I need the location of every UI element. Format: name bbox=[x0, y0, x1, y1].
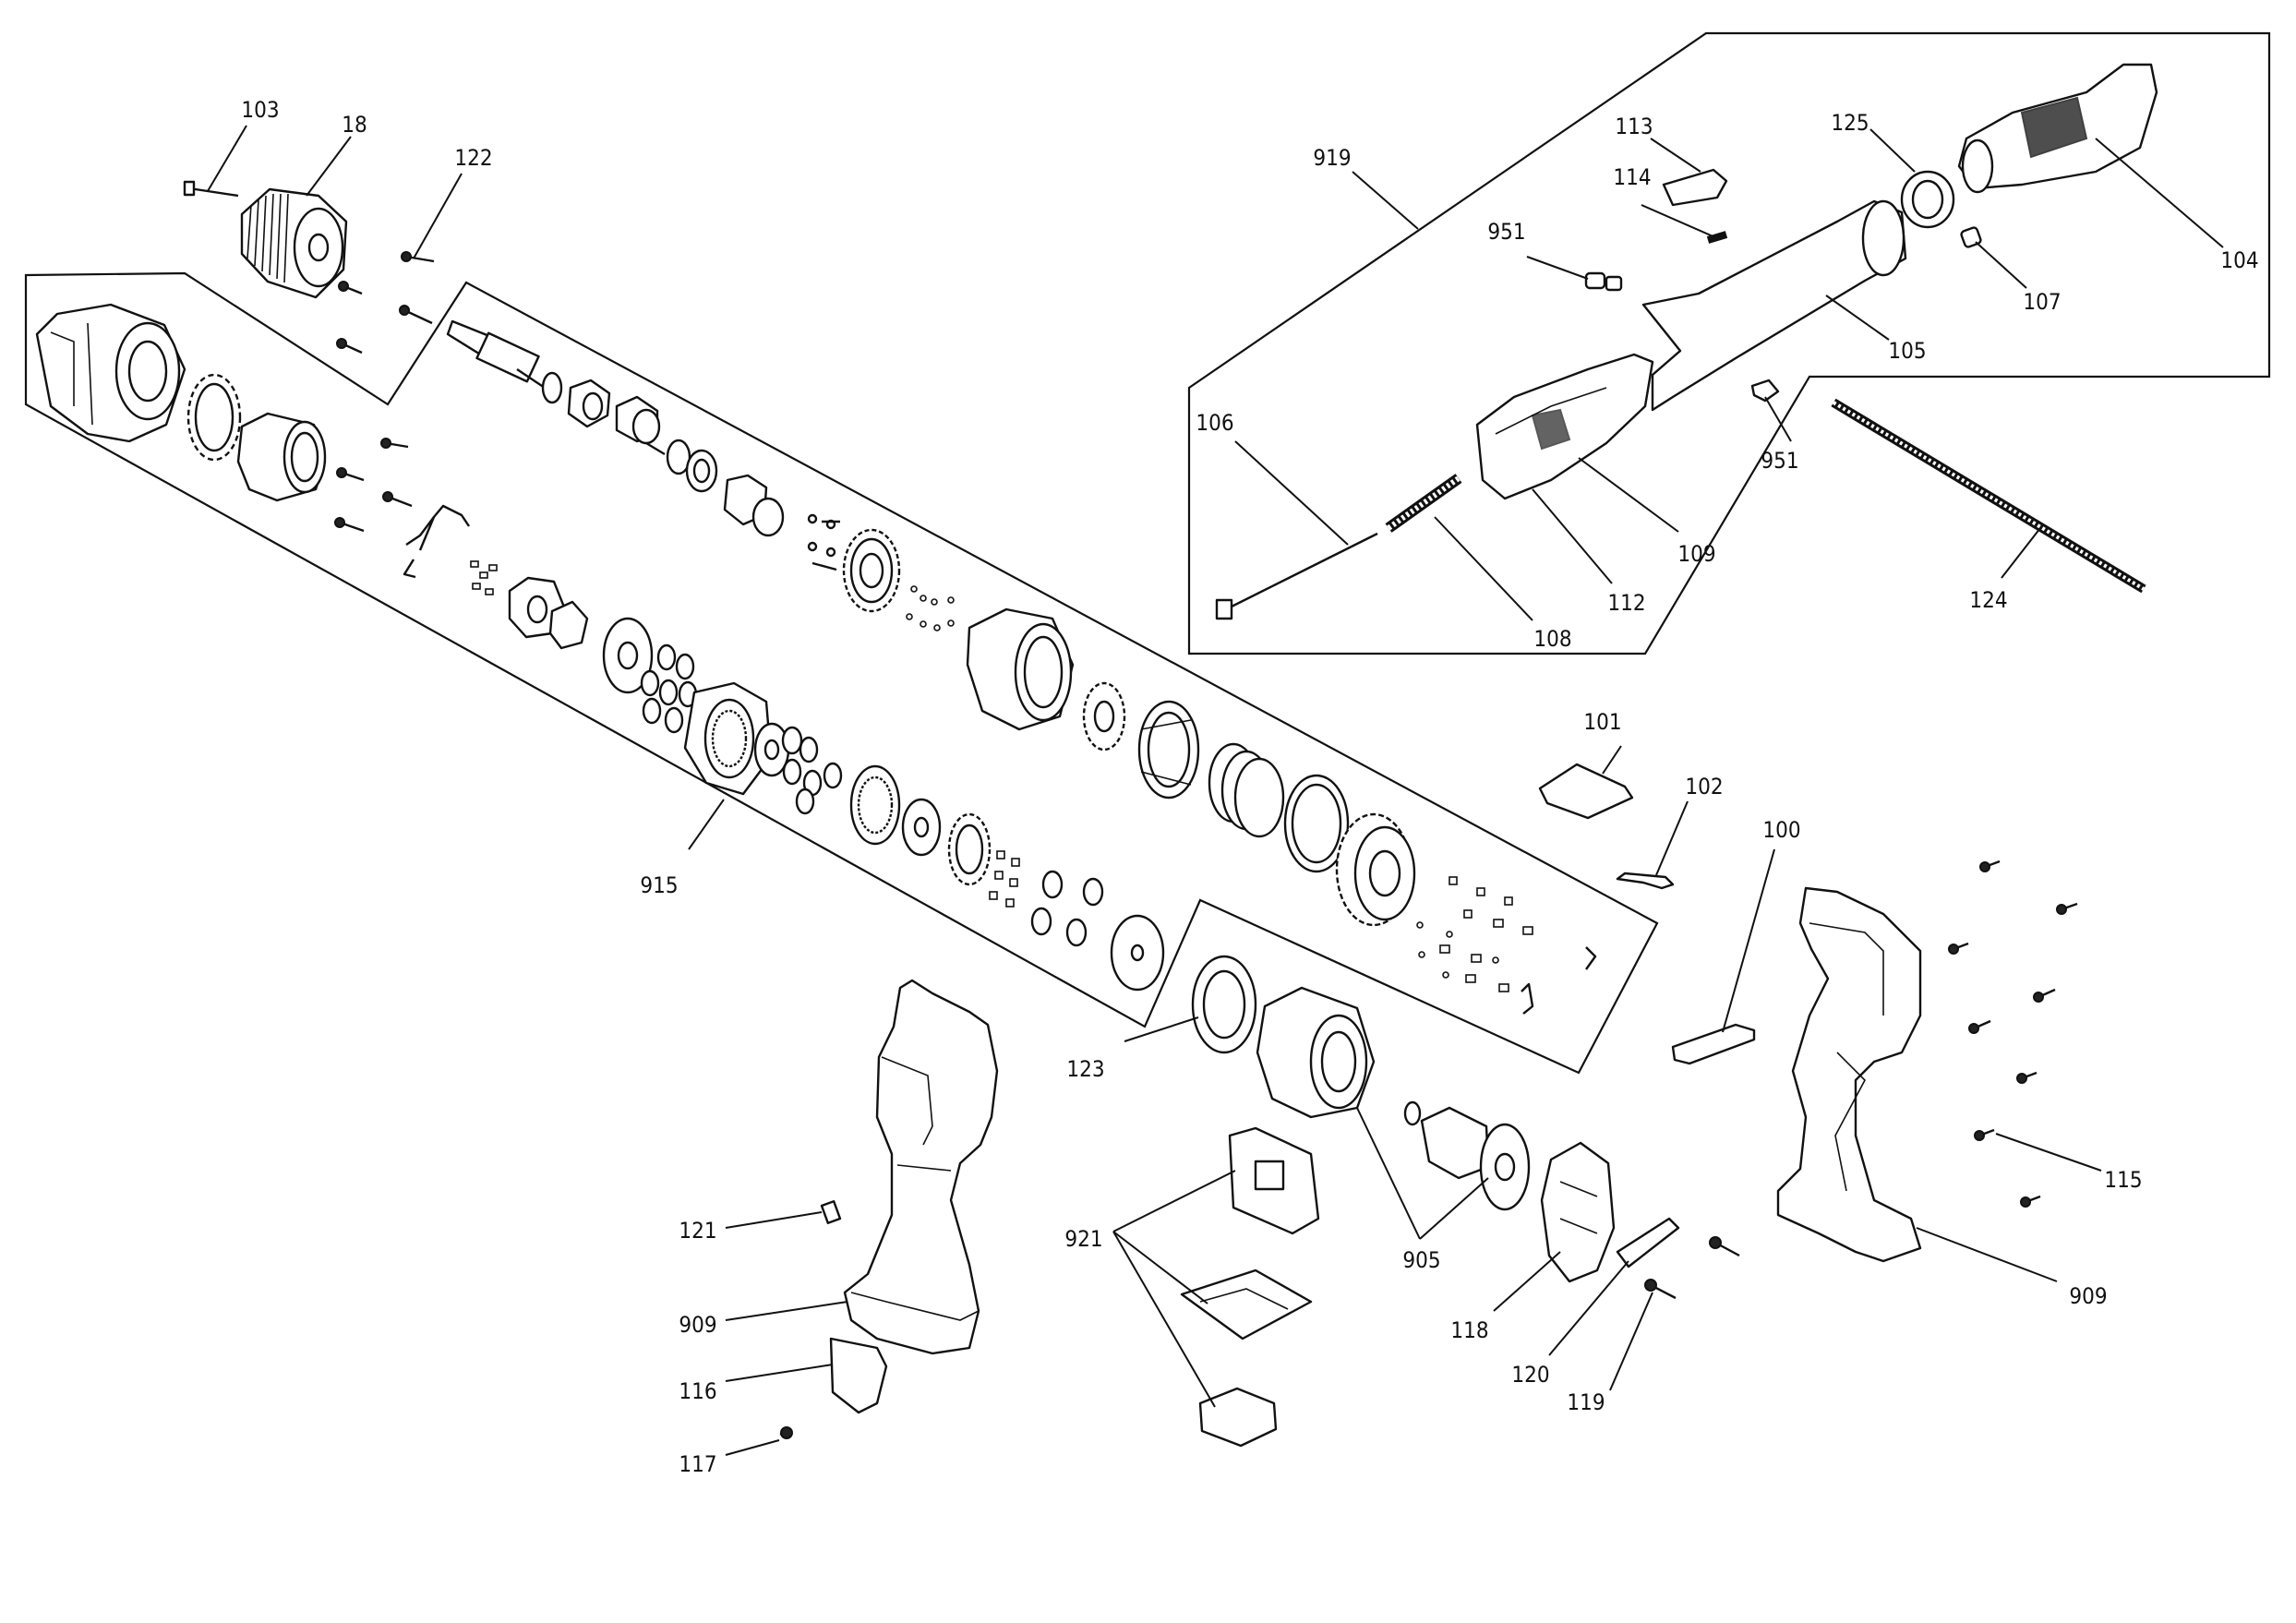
bearing-chain bbox=[567, 379, 840, 571]
spindle bbox=[446, 319, 563, 404]
callout-116: 116 bbox=[679, 1378, 716, 1404]
callout-909-left: 909 bbox=[679, 1312, 716, 1338]
screws-115 bbox=[1948, 860, 2078, 1208]
screw-119 bbox=[1644, 1236, 1740, 1300]
side-handle-grip bbox=[1957, 63, 2158, 194]
planet-gears-3 bbox=[1030, 870, 1104, 947]
frame-915 bbox=[24, 271, 1659, 1075]
callout-117: 117 bbox=[679, 1451, 716, 1477]
spring-102 bbox=[1616, 872, 1675, 890]
forward-reverse-switch bbox=[1671, 1023, 1756, 1065]
spring-coil bbox=[1208, 742, 1285, 838]
clutch-sleeve bbox=[1137, 700, 1200, 799]
callout-103: 103 bbox=[241, 97, 279, 123]
planet-carrier-2 bbox=[602, 617, 654, 694]
sprocket-gear bbox=[842, 528, 901, 613]
ring-gear-1 bbox=[683, 681, 773, 796]
callout-125: 125 bbox=[1831, 110, 1869, 136]
callout-951-mid: 951 bbox=[1761, 448, 1798, 474]
callout-115: 115 bbox=[2104, 1167, 2142, 1193]
planet-carrier-3 bbox=[753, 722, 803, 777]
callout-107: 107 bbox=[2023, 289, 2061, 315]
small-screws bbox=[334, 438, 413, 533]
motor-endplate bbox=[1191, 955, 1257, 1054]
clamp-ring-112 bbox=[1475, 353, 1654, 500]
depth-rod bbox=[1831, 398, 2146, 594]
callout-921: 921 bbox=[1064, 1226, 1102, 1252]
callout-123: 123 bbox=[1066, 1056, 1104, 1082]
battery-terminal bbox=[1198, 1387, 1278, 1448]
gear-housing bbox=[35, 303, 186, 443]
callout-909-right: 909 bbox=[2069, 1283, 2107, 1309]
motor-cover bbox=[1540, 1141, 1616, 1283]
group-frames bbox=[24, 31, 2271, 1075]
callout-122: 122 bbox=[454, 145, 492, 171]
clutch-ring bbox=[186, 373, 242, 462]
clip-101 bbox=[1538, 763, 1634, 820]
pins-cluster-3 bbox=[1416, 876, 1533, 992]
small-pins-2 bbox=[470, 560, 498, 595]
callout-100: 100 bbox=[1762, 817, 1800, 843]
spring-wire bbox=[403, 504, 470, 579]
callout-108: 108 bbox=[1533, 626, 1571, 652]
motor-rotor bbox=[1403, 1100, 1531, 1211]
callout-102: 102 bbox=[1685, 774, 1723, 799]
clutch-housing bbox=[236, 412, 327, 502]
chuck-assembly bbox=[183, 180, 348, 299]
gear-ring-large bbox=[966, 607, 1075, 731]
gear-ring-front bbox=[1335, 812, 1416, 927]
clip-small bbox=[1521, 946, 1597, 1015]
friction-disk bbox=[1082, 681, 1126, 751]
callout-105: 105 bbox=[1888, 338, 1926, 364]
callout-labels: 103 18 122 919 113 125 114 951 104 107 1… bbox=[241, 97, 2258, 1477]
rod-106 bbox=[1215, 532, 1378, 620]
callout-118: 118 bbox=[1450, 1317, 1488, 1343]
planet-carrier-1 bbox=[508, 576, 589, 650]
callout-951-top: 951 bbox=[1487, 219, 1525, 245]
ring-gear-2 bbox=[849, 764, 901, 846]
callout-919: 919 bbox=[1313, 145, 1351, 171]
housing-left bbox=[820, 979, 999, 1355]
callout-104: 104 bbox=[2220, 247, 2258, 273]
pins-cluster-1 bbox=[906, 585, 955, 631]
frame-919 bbox=[1187, 31, 2271, 655]
parts bbox=[35, 63, 2158, 1448]
planet-gears-2 bbox=[782, 736, 843, 815]
screw-117 bbox=[779, 1426, 793, 1439]
planet-carrier-4 bbox=[901, 798, 942, 857]
screws-122 bbox=[336, 251, 435, 355]
thrust-washer bbox=[1110, 914, 1165, 992]
washer bbox=[1283, 774, 1350, 873]
callout-915: 915 bbox=[640, 872, 678, 898]
callout-124: 124 bbox=[1969, 587, 2007, 613]
spring-108 bbox=[1385, 474, 1462, 533]
callout-121: 121 bbox=[679, 1218, 716, 1244]
control-board bbox=[1180, 1268, 1313, 1340]
housing-right bbox=[1776, 886, 1922, 1263]
callout-114: 114 bbox=[1613, 164, 1651, 190]
pins-951 bbox=[1584, 271, 1780, 403]
callout-101: 101 bbox=[1583, 709, 1621, 735]
callout-120: 120 bbox=[1511, 1362, 1549, 1388]
callout-119: 119 bbox=[1567, 1389, 1605, 1415]
switch-module bbox=[1228, 1126, 1320, 1235]
trigger-113 bbox=[1662, 168, 1728, 207]
callout-106: 106 bbox=[1196, 410, 1233, 436]
ring-gear-3 bbox=[947, 812, 992, 886]
callout-905: 905 bbox=[1402, 1247, 1440, 1273]
light-lens bbox=[1616, 1217, 1680, 1268]
pins-cluster-2 bbox=[989, 850, 1020, 908]
callout-113: 113 bbox=[1615, 114, 1653, 139]
washer-125 bbox=[1900, 170, 1955, 229]
battery-latch bbox=[829, 1337, 888, 1414]
callout-109: 109 bbox=[1677, 541, 1715, 567]
side-handle-body bbox=[1641, 199, 1907, 412]
callout-112: 112 bbox=[1607, 590, 1645, 616]
leader-lines bbox=[207, 125, 2224, 1456]
callout-18: 18 bbox=[342, 112, 367, 138]
motor-stator bbox=[1256, 986, 1376, 1119]
